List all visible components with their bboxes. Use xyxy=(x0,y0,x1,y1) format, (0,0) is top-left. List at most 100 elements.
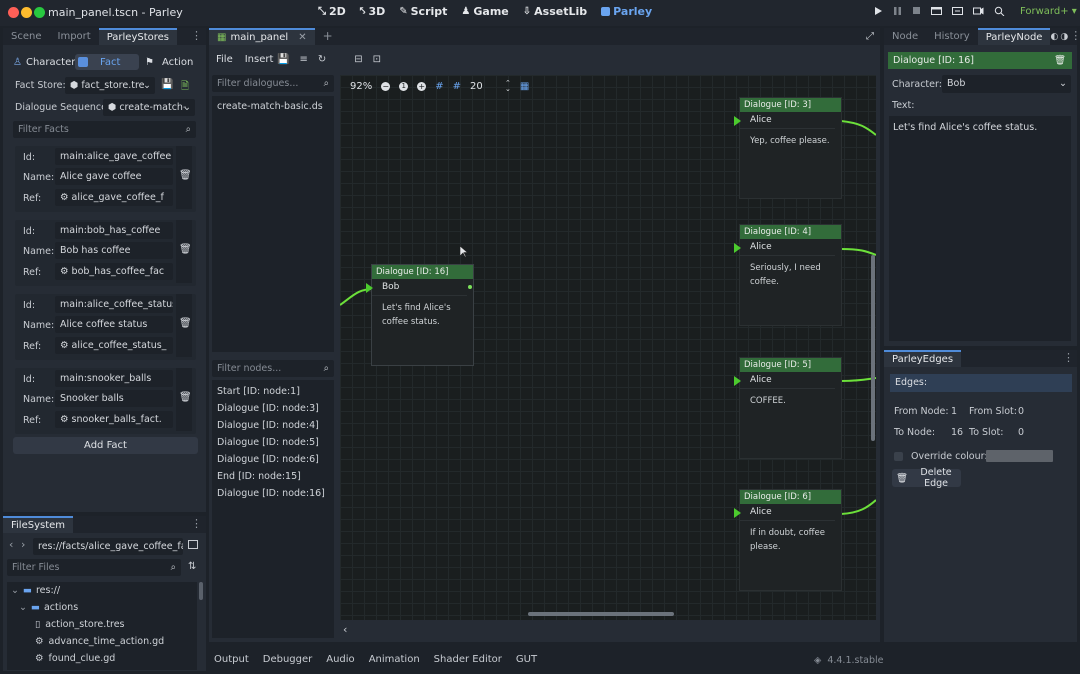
character-selector[interactable]: Bob ⌄ xyxy=(942,75,1071,93)
list-item[interactable]: Dialogue [ID: node:16] xyxy=(212,485,334,502)
play-custom-scene-icon[interactable] xyxy=(952,6,963,16)
fact-name-field[interactable]: Snooker balls xyxy=(55,390,173,407)
renderer-selector[interactable]: Forward+ ▾ xyxy=(1020,6,1077,17)
input-port[interactable] xyxy=(734,243,741,253)
import-icon[interactable]: ⊟ xyxy=(354,54,362,65)
fact-id-field[interactable]: main:snooker_balls xyxy=(55,370,173,387)
fact-id-field[interactable]: main:alice_gave_coffee xyxy=(55,148,173,165)
store-tab-fact[interactable]: Fact xyxy=(75,54,139,70)
workspace-2d[interactable]: ⤡2D xyxy=(318,5,346,18)
tab-shader-editor[interactable]: Shader Editor xyxy=(434,654,502,665)
connection-6-out[interactable] xyxy=(841,500,876,514)
split-view-icon[interactable] xyxy=(188,540,198,549)
tab-filesystem[interactable]: FileSystem xyxy=(3,516,73,533)
save-icon[interactable]: 💾 xyxy=(277,54,289,65)
new-store-icon[interactable]: 🗎 xyxy=(181,79,189,96)
trash-icon[interactable]: 🗑 xyxy=(179,244,192,255)
graph-node-dialogue-16[interactable]: Dialogue [ID: 16] Bob Let's find Alice's… xyxy=(372,265,473,365)
input-port[interactable] xyxy=(366,283,373,293)
left-dock-menu-icon[interactable]: ⋮ xyxy=(191,29,206,45)
workspace-parley[interactable]: Parley xyxy=(601,5,652,18)
fact-name-field[interactable]: Alice gave coffee xyxy=(55,168,173,185)
dock-move-right-icon[interactable]: ◑ xyxy=(1060,32,1070,45)
fact-store-selector[interactable]: ⬢ fact_store.tre ⌄ xyxy=(65,77,155,94)
collapse-sidebar-icon[interactable]: ‹ xyxy=(343,623,347,636)
list-item[interactable]: create-match-basic.ds xyxy=(212,96,334,113)
save-store-icon[interactable]: 💾 xyxy=(161,79,173,90)
add-fact-button[interactable]: Add Fact xyxy=(13,437,198,454)
edges-menu-icon[interactable]: ⋮ xyxy=(1063,351,1077,367)
list-item[interactable]: Dialogue [ID: node:3] xyxy=(212,400,334,417)
list-item[interactable]: Dialogue [ID: node:5] xyxy=(212,434,334,451)
trash-icon[interactable]: 🗑 xyxy=(179,392,192,403)
graph-node-dialogue-4[interactable]: Dialogue [ID: 4] Alice Seriously, I need… xyxy=(740,225,841,325)
menu-file[interactable]: File xyxy=(216,54,233,65)
tree-item-file[interactable]: ▯ action_store.tres xyxy=(7,616,197,633)
fact-ref-selector[interactable]: ⚙ snooker_balls_fact. xyxy=(55,411,173,428)
close-icon[interactable]: ✕ xyxy=(298,30,306,45)
fact-ref-selector[interactable]: ⚙ bob_has_coffee_fac xyxy=(55,263,173,280)
sort-icon[interactable]: ⇅ xyxy=(188,561,196,572)
list-item[interactable]: Start [ID: node:1] xyxy=(212,383,334,400)
filesystem-path-field[interactable]: res://facts/alice_gave_coffee_fact.g xyxy=(33,538,183,555)
tab-gut[interactable]: GUT xyxy=(516,654,537,665)
filter-nodes-input[interactable]: Filter nodes... ⌕ xyxy=(212,360,334,377)
play-scene-icon[interactable] xyxy=(931,6,942,16)
graph-node-dialogue-6[interactable]: Dialogue [ID: 6] Alice If in doubt, coff… xyxy=(740,490,841,590)
fact-ref-selector[interactable]: ⚙ alice_gave_coffee_f xyxy=(55,189,173,206)
fact-id-field[interactable]: main:bob_has_coffee xyxy=(55,222,173,239)
close-window-button[interactable] xyxy=(8,7,19,18)
tab-scene[interactable]: Scene xyxy=(3,28,50,45)
graph-node-dialogue-5[interactable]: Dialogue [ID: 5] Alice COFFEE. xyxy=(740,358,841,458)
stop-icon[interactable] xyxy=(912,6,921,16)
file-tree-scrollbar[interactable] xyxy=(199,582,203,600)
add-tab-icon[interactable]: + xyxy=(315,28,341,45)
filesystem-menu-icon[interactable]: ⋮ xyxy=(191,517,206,533)
tab-debugger[interactable]: Debugger xyxy=(263,654,313,665)
tab-import[interactable]: Import xyxy=(50,28,99,45)
export-icon[interactable]: ⊡ xyxy=(373,54,381,65)
filter-facts-input[interactable]: Filter Facts ⌕ xyxy=(13,121,196,138)
tab-output[interactable]: Output xyxy=(214,654,249,665)
graph-canvas[interactable]: 92% − 1 + # # 20 ⌃⌄ ▦ Dialogue [ID: 16] … xyxy=(340,75,876,620)
fact-ref-selector[interactable]: ⚙ alice_coffee_status_ xyxy=(55,337,173,354)
tree-item-folder[interactable]: ⌄ ▬ actions xyxy=(7,599,197,616)
dock-move-left-icon[interactable]: ◐ xyxy=(1050,32,1060,45)
override-colour-checkbox[interactable] xyxy=(894,452,903,461)
workspace-assetlib[interactable]: ⇩AssetLib xyxy=(523,5,587,18)
fact-id-field[interactable]: main:alice_coffee_status xyxy=(55,296,173,313)
list-item[interactable]: Dialogue [ID: node:4] xyxy=(212,417,334,434)
inspector-menu-icon[interactable]: ⋮ xyxy=(1070,29,1080,45)
fact-name-field[interactable]: Bob has coffee xyxy=(55,242,173,259)
play-icon[interactable] xyxy=(874,6,883,16)
tab-parleynode[interactable]: ParleyNode xyxy=(978,28,1051,45)
minimize-window-button[interactable] xyxy=(21,7,32,18)
trash-icon[interactable]: 🗑 xyxy=(179,318,192,329)
tab-main-panel[interactable]: ▦ main_panel ✕ xyxy=(209,28,315,45)
tree-item-file[interactable]: ⚙ advance_time_action.gd xyxy=(7,633,197,650)
fact-name-field[interactable]: Alice coffee status xyxy=(55,316,173,333)
connection-4-out[interactable] xyxy=(841,249,876,255)
list-item[interactable]: Dialogue [ID: node:6] xyxy=(212,451,334,468)
filter-files-input[interactable]: Filter Files ⌕ xyxy=(7,559,181,576)
workspace-3d[interactable]: ⤣3D xyxy=(360,5,385,18)
zoom-window-button[interactable] xyxy=(34,7,45,18)
tree-item-file[interactable]: ⚙ found_clue.gd xyxy=(7,650,197,667)
store-tab-action[interactable]: ⚑ Action xyxy=(139,54,193,70)
tree-item-folder[interactable]: ⌄ ▬ res:// xyxy=(7,582,197,599)
graph-vertical-scrollbar[interactable] xyxy=(871,255,875,441)
list-item[interactable]: End [ID: node:15] xyxy=(212,468,334,485)
input-port[interactable] xyxy=(734,116,741,126)
tab-parleystores[interactable]: ParleyStores xyxy=(99,28,177,45)
dialogue-sequence-selector[interactable]: ⬢ create-match- ⌄ xyxy=(103,99,195,116)
filter-dialogues-input[interactable]: Filter dialogues... ⌕ xyxy=(212,75,334,92)
workspace-script[interactable]: ✎Script xyxy=(399,5,447,18)
input-port[interactable] xyxy=(734,508,741,518)
graph-horizontal-scrollbar[interactable] xyxy=(528,612,674,616)
refresh-icon[interactable]: ↻ xyxy=(318,54,326,65)
remote-debug-icon[interactable] xyxy=(994,6,1005,16)
tab-animation[interactable]: Animation xyxy=(369,654,420,665)
input-port[interactable] xyxy=(734,376,741,386)
tab-audio[interactable]: Audio xyxy=(326,654,354,665)
movie-maker-icon[interactable] xyxy=(973,6,984,16)
